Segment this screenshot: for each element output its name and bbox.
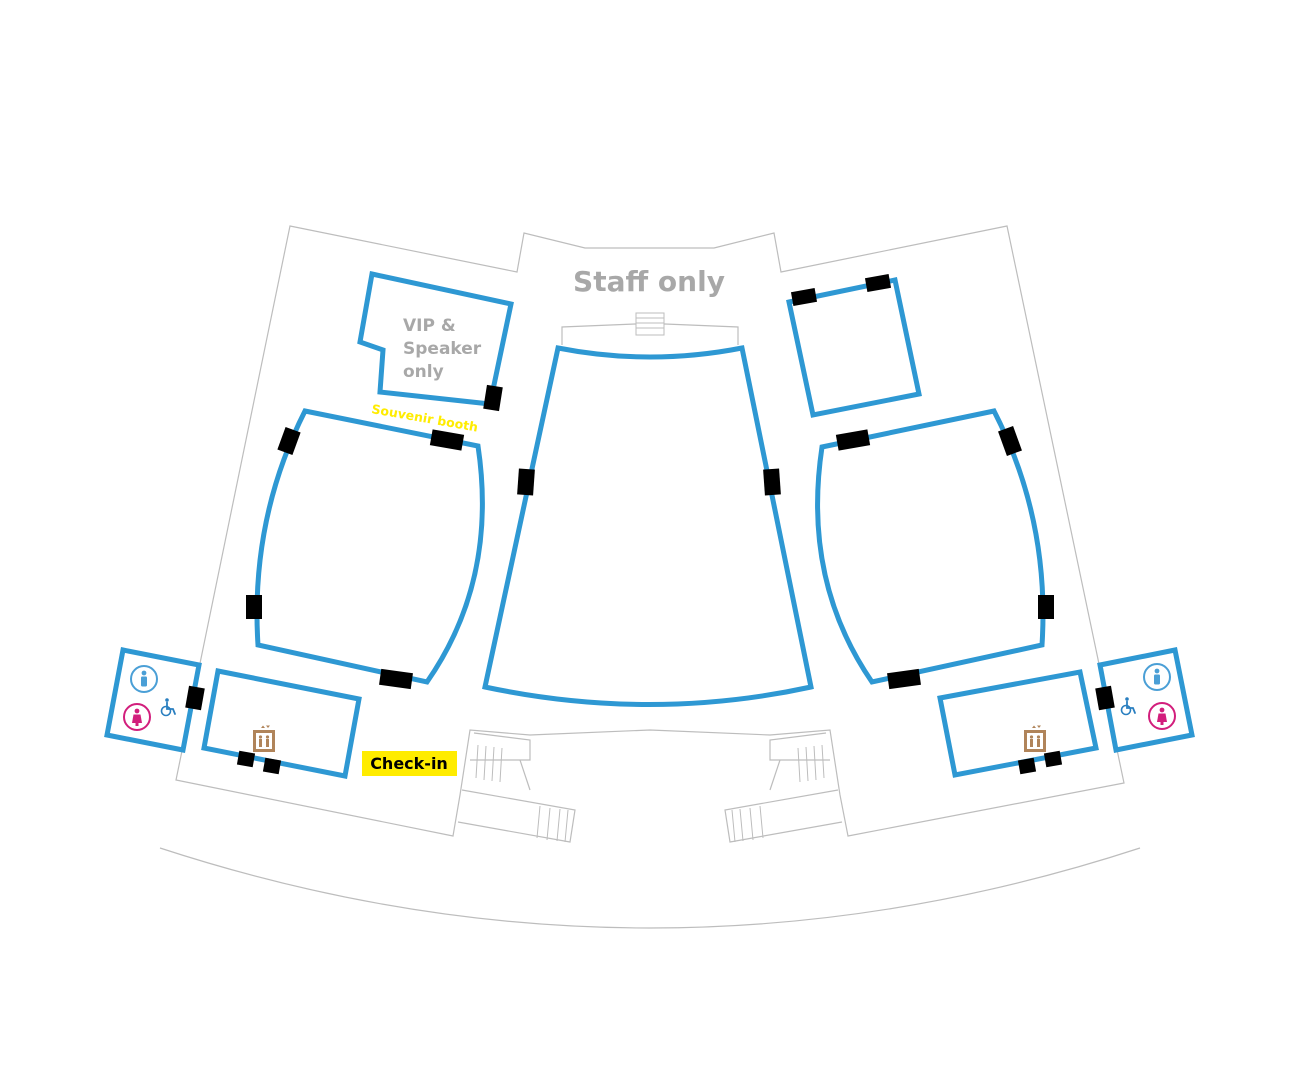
door[interactable] (379, 668, 413, 690)
door[interactable] (246, 595, 262, 619)
check-in-background (362, 751, 457, 776)
main-hall[interactable] (482, 345, 814, 707)
female-restroom-icon (1148, 702, 1176, 730)
vip-speaker-room[interactable] (357, 271, 514, 407)
staff-only-label: Staff only (573, 265, 725, 298)
male-restroom-icon (1143, 663, 1171, 691)
door[interactable] (483, 384, 503, 412)
door[interactable] (185, 685, 205, 711)
right-elevator-room[interactable] (937, 669, 1099, 778)
vip-label-line3: only (403, 362, 444, 382)
wheelchair-icon (1120, 697, 1136, 716)
check-in-label: Check-in (370, 754, 448, 773)
door[interactable] (1038, 595, 1054, 619)
door[interactable] (277, 426, 301, 456)
door[interactable] (864, 274, 892, 292)
door[interactable] (998, 426, 1022, 456)
male-restroom-icon (130, 665, 158, 693)
door[interactable] (262, 757, 282, 775)
stairs-left (457, 732, 576, 843)
door[interactable] (1017, 757, 1037, 775)
right-hall[interactable] (815, 408, 1046, 685)
stairs-right (724, 732, 843, 843)
lobby-front-curve (159, 847, 1141, 929)
stairs-stage (635, 312, 665, 336)
vip-label-line2: Speaker (403, 339, 482, 359)
door[interactable] (1043, 750, 1063, 768)
left-restroom[interactable] (104, 647, 202, 753)
door[interactable] (429, 429, 465, 451)
right-restroom[interactable] (1097, 647, 1195, 753)
left-hall[interactable] (254, 408, 485, 685)
vip-label-line1: VIP & (403, 316, 456, 336)
building-outer-wall (175, 225, 1125, 837)
door[interactable] (790, 288, 818, 306)
check-in-badge: Check-in (362, 751, 457, 776)
elevator-icon (253, 725, 275, 752)
door[interactable] (887, 668, 921, 690)
right-top-room[interactable] (786, 277, 922, 418)
wheelchair-icon (160, 698, 176, 717)
door[interactable] (236, 750, 256, 768)
female-restroom-icon (123, 703, 151, 731)
door[interactable] (763, 468, 781, 496)
left-elevator-room[interactable] (201, 668, 362, 779)
doors (185, 274, 1115, 775)
door[interactable] (1095, 685, 1115, 711)
door[interactable] (517, 468, 535, 496)
elevator-icon (1024, 725, 1046, 752)
door[interactable] (835, 429, 871, 451)
